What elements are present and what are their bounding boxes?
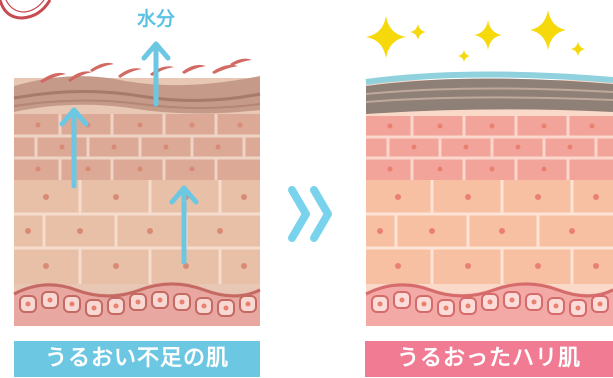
- double-chevron-right-icon: [288, 186, 332, 242]
- logo-seal: [0, 0, 52, 20]
- dry-skin-cross-section: [13, 41, 261, 326]
- water-label: 水分: [137, 8, 176, 30]
- moist-cell-layers: [366, 116, 613, 284]
- moist-skin-caption: うるおったハリ肌: [365, 341, 613, 377]
- moist-skin-cross-section: [365, 10, 613, 326]
- dry-cell-layers: [14, 114, 260, 284]
- sparkle-star-icon: [366, 10, 585, 62]
- skin-flakes: [40, 58, 252, 83]
- dry-skin-caption: うるおい不足の肌: [14, 341, 260, 377]
- water-arrow-icon: [59, 41, 199, 265]
- dry-basal-layer: [13, 282, 261, 326]
- moist-basal-layer: [365, 282, 613, 326]
